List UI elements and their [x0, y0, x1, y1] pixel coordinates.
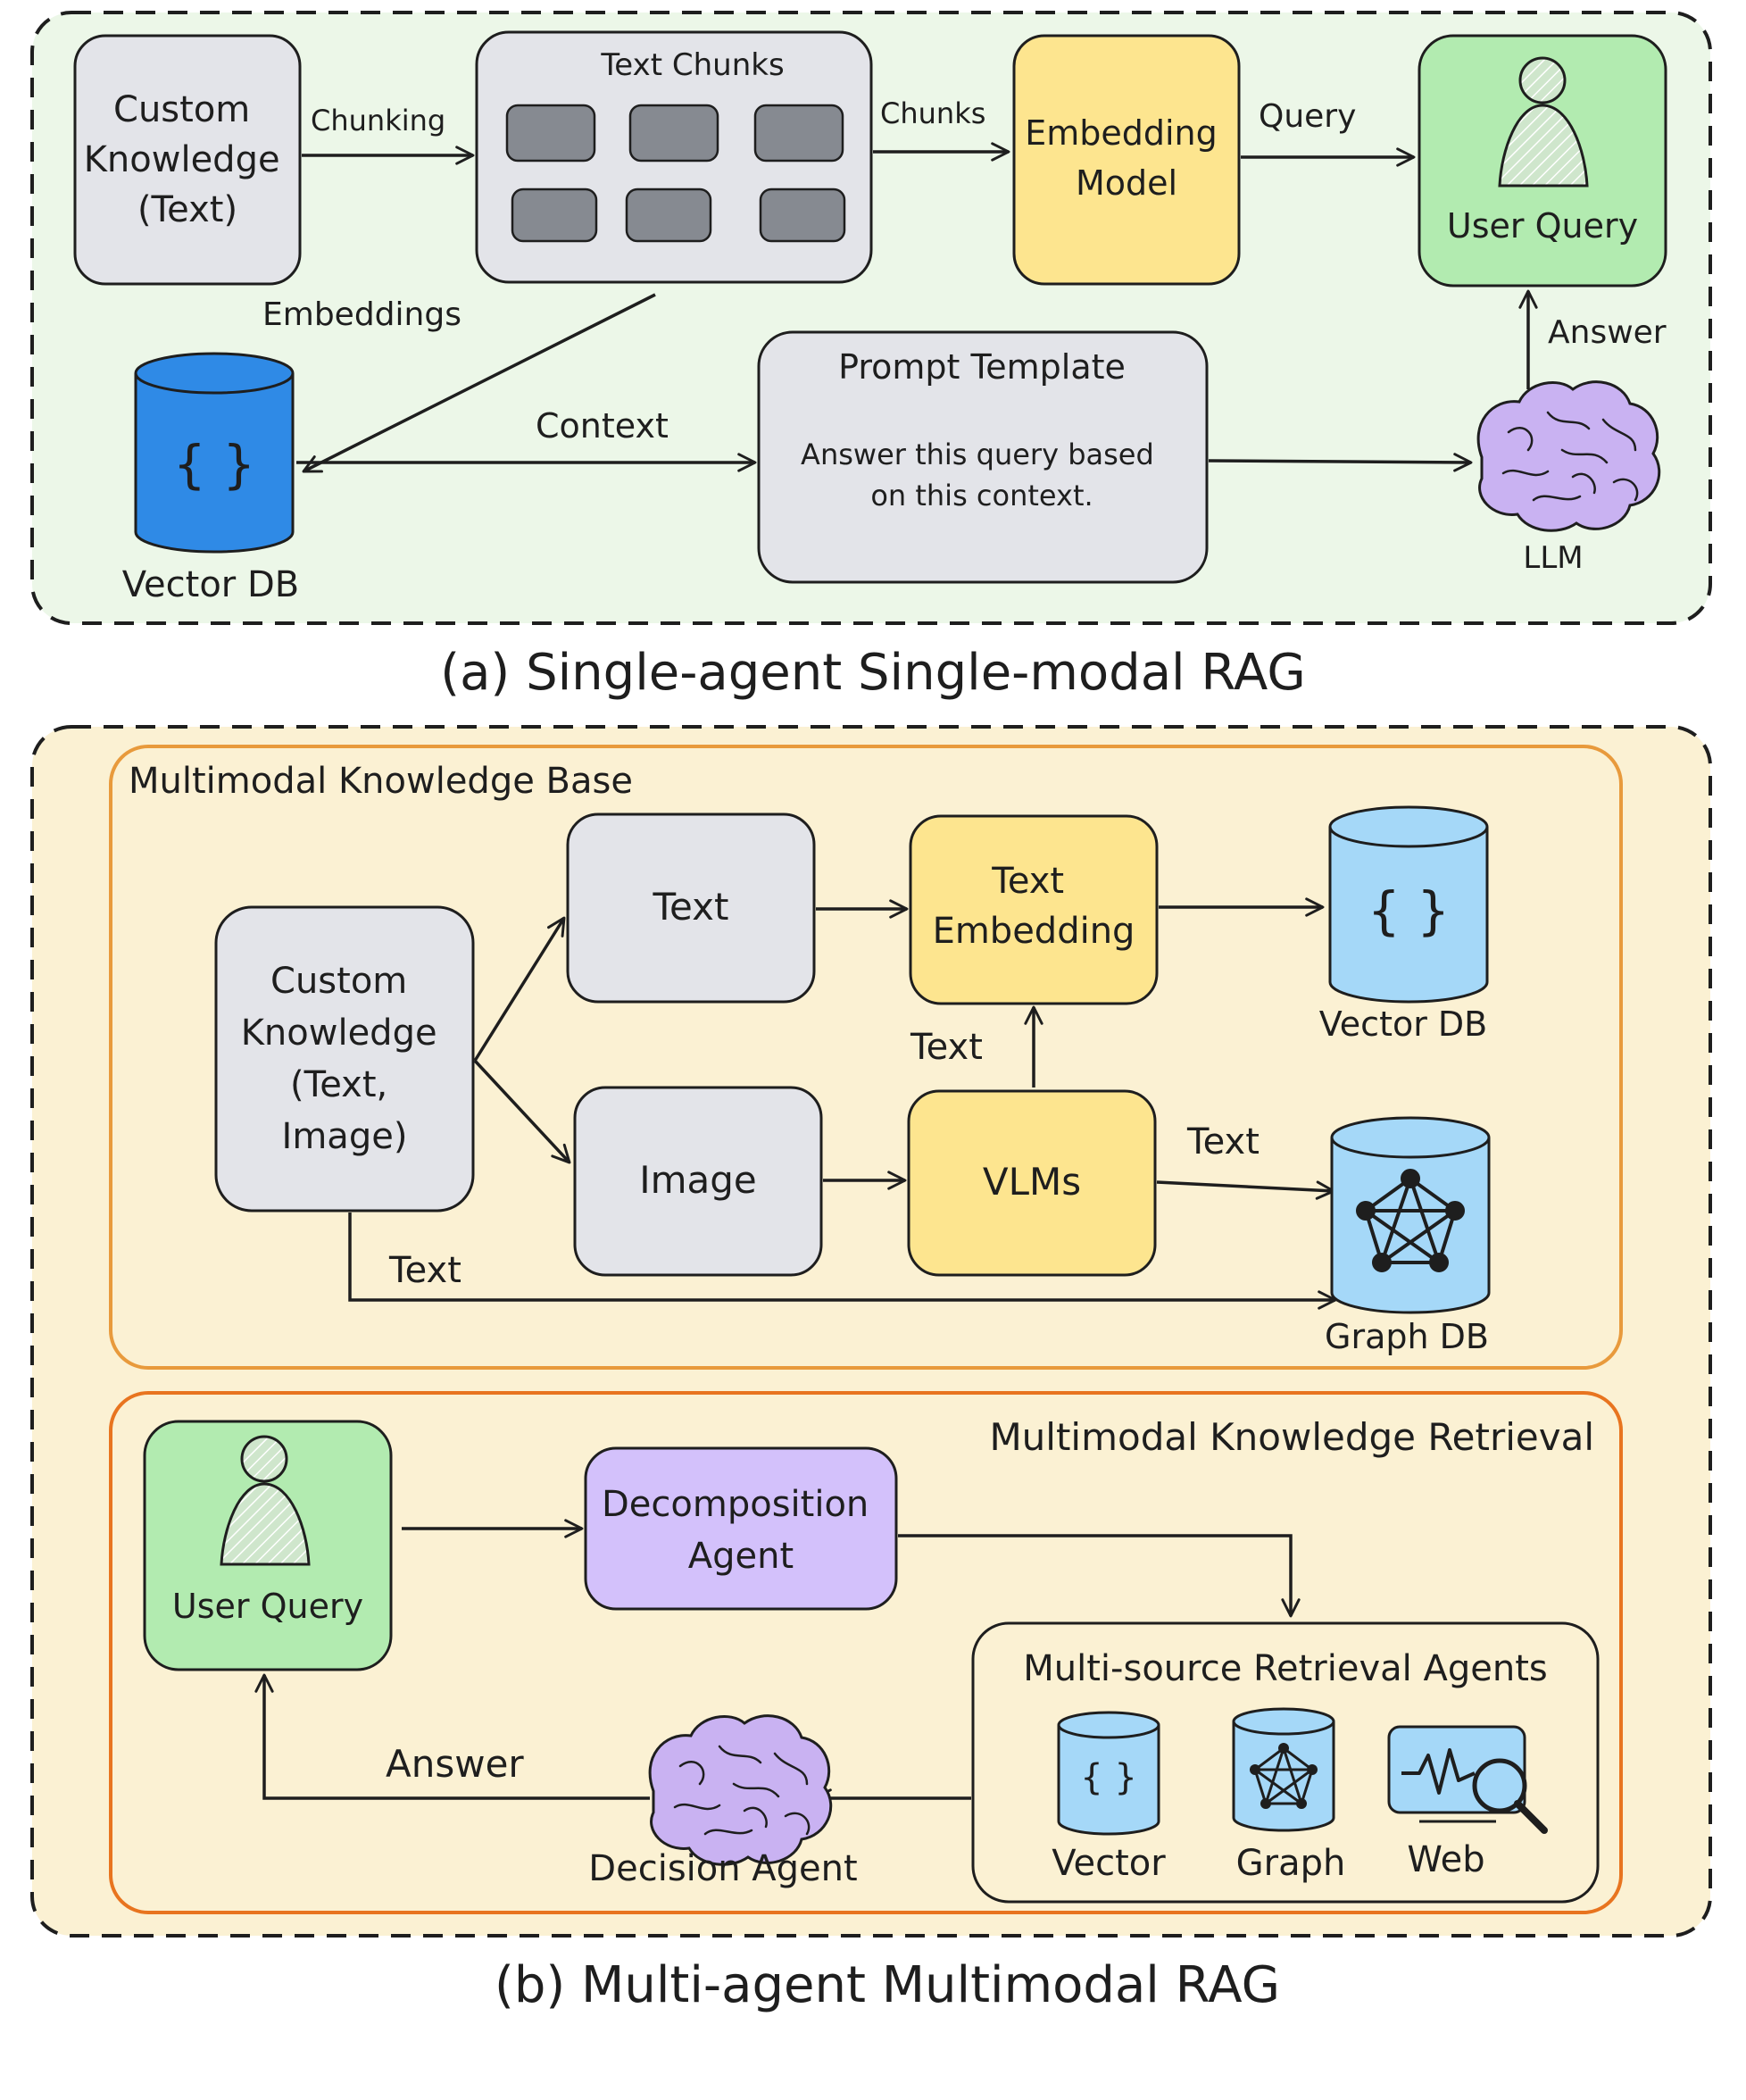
svg-text:Embedding Model: Embedding Model [1025, 113, 1228, 203]
custom-knowledge-mm-box: Custom Knowledge (Text, Image) [214, 905, 475, 1212]
decision-agent-label: Decision Agent [588, 1848, 857, 1889]
svg-text:Custom Knowledge: Custom Knowledge (Text) [84, 89, 292, 230]
prompt-template-line: Answer this query based [801, 438, 1154, 471]
custom-knowledge-mm-line: Knowledge [241, 1012, 437, 1054]
chunk-block [628, 104, 719, 162]
vlms-box: VLMs [907, 1089, 1157, 1277]
user-icon [1498, 56, 1589, 188]
embeddings-label: Embeddings [262, 296, 461, 333]
chunks-label: Chunks [880, 96, 985, 130]
to-text-arrow [473, 916, 566, 1062]
svg-text:Decomposition Agent: Decomposition Agent [602, 1484, 880, 1577]
retrieval-title: Multimodal Knowledge Retrieval [989, 1415, 1594, 1459]
text-box: Text [566, 812, 816, 1004]
user-query-mm-box: User Query [143, 1420, 393, 1671]
answer-label: Answer [1548, 314, 1667, 351]
text-bottom-arrow [348, 1212, 1337, 1310]
text-embedding-line: Text [991, 861, 1064, 902]
vector-db-glyph: { } [173, 434, 255, 495]
panel-b: Multimodal Knowledge Base Custom Knowled… [30, 725, 1712, 1938]
user-query-mm-label: User Query [172, 1587, 363, 1626]
prompt-template-line: on this context. [870, 479, 1093, 512]
custom-knowledge-mm-line: (Text, [290, 1064, 387, 1105]
text-up-label: Text [910, 1027, 983, 1068]
brain-icon [1476, 380, 1661, 532]
retrieval-agents-box: Multi-source Retrieval Agents { } Vector [971, 1621, 1600, 1904]
graph-db-cylinder [1330, 1116, 1491, 1314]
decomposition-agent-line: Agent [688, 1536, 794, 1577]
context-label: Context [536, 406, 669, 446]
chunk-block [511, 188, 598, 243]
small-vector-glyph: { } [1080, 1757, 1137, 1798]
chunk-block [625, 188, 712, 243]
custom-knowledge-mm-line: Custom [270, 961, 407, 1002]
knowledge-base-title: Multimodal Knowledge Base [129, 761, 633, 802]
panel-a: Custom Knowledge (Text) Chunking Text Ch… [30, 11, 1712, 625]
source-graph-label: Graph [1236, 1843, 1346, 1884]
prompt-template-box: Prompt Template Answer this query based … [757, 330, 1209, 584]
decision-brain-icon [648, 1714, 833, 1866]
custom-knowledge-line: Custom [113, 89, 250, 130]
text-chunks-box: Text Chunks [475, 30, 873, 284]
decomposition-agent-box: Decomposition Agent [584, 1446, 898, 1611]
text-embedding-line: Embedding [933, 911, 1135, 952]
embedding-model-line: Embedding [1025, 113, 1218, 153]
vlms-label: VLMs [983, 1160, 1081, 1204]
svg-text:Text Embedding: Text Embedding [933, 861, 1135, 952]
small-graph-db-icon [1232, 1707, 1335, 1832]
vector-db-mm-label: Vector DB [1319, 1004, 1488, 1044]
user-query-label: User Query [1447, 206, 1638, 246]
source-web-label: Web [1407, 1839, 1484, 1880]
web-search-icon [1387, 1725, 1548, 1834]
prompt-template-title: Prompt Template [838, 347, 1126, 387]
panel-b-caption: (b) Multi-agent Multimodal RAG [495, 1956, 1280, 2014]
answer-mm-label: Answer [386, 1742, 524, 1786]
chunk-blocks [505, 104, 846, 243]
text-to-graph-label: Text [1186, 1121, 1260, 1162]
custom-knowledge-line: Knowledge [84, 139, 280, 180]
decomposition-agent-line: Decomposition [602, 1484, 869, 1525]
svg-text:Answer this query based: Answer this query based on this context. [801, 438, 1163, 512]
image-box-label: Image [639, 1158, 757, 1202]
chunk-block [753, 104, 844, 162]
custom-knowledge-line: (Text) [137, 189, 237, 230]
chunk-block [759, 188, 846, 243]
vector-db-mm-cylinder: { } [1328, 805, 1489, 1004]
source-vector-label: Vector [1052, 1843, 1166, 1884]
graph-db-label: Graph DB [1325, 1317, 1489, 1356]
panel-a-caption: (a) Single-agent Single-modal RAG [440, 644, 1306, 702]
user-mm-icon [220, 1435, 311, 1566]
vector-db-cylinder: { } [134, 352, 295, 554]
text-box-label: Text [653, 885, 729, 929]
custom-knowledge-mm-line: Image) [282, 1116, 408, 1157]
knowledge-base-frame [109, 745, 1623, 1370]
text-bottom-label: Text [388, 1250, 461, 1291]
panel-a-frame [30, 11, 1712, 625]
retrieval-agents-title: Multi-source Retrieval Agents [1023, 1648, 1547, 1689]
embedding-model-line: Model [1076, 163, 1177, 203]
query-label: Query [1259, 98, 1356, 135]
prompt-to-llm-arrow [1208, 453, 1473, 472]
graph-network-icon [1356, 1169, 1465, 1272]
to-image-arrow [473, 1059, 571, 1164]
user-query-box: User Query [1418, 34, 1667, 288]
embedding-model-box: Embedding Model [1012, 34, 1241, 286]
retrieval-frame [109, 1391, 1623, 1914]
vector-db-mm-glyph: { } [1368, 880, 1450, 941]
small-vector-db-icon: { } [1057, 1711, 1160, 1836]
llm-label: LLM [1523, 540, 1583, 576]
chunking-label: Chunking [311, 104, 445, 138]
svg-text:Custom Knowledge: Custom Knowledge (Text, Image) [241, 961, 449, 1157]
decomposition-to-retrieval-arrow [898, 1534, 1301, 1618]
text-embedding-box: Text Embedding [909, 814, 1159, 1005]
text-chunks-title: Text Chunks [600, 47, 784, 83]
vlms-to-graphdb-arrow [1156, 1180, 1335, 1200]
vector-db-label: Vector DB [122, 564, 299, 605]
chunk-block [505, 104, 596, 162]
image-box: Image [573, 1086, 823, 1277]
embeddings-arrow [302, 293, 656, 473]
answer-mm-arrow [254, 1673, 650, 1800]
custom-knowledge-box: Custom Knowledge (Text) [73, 34, 302, 286]
